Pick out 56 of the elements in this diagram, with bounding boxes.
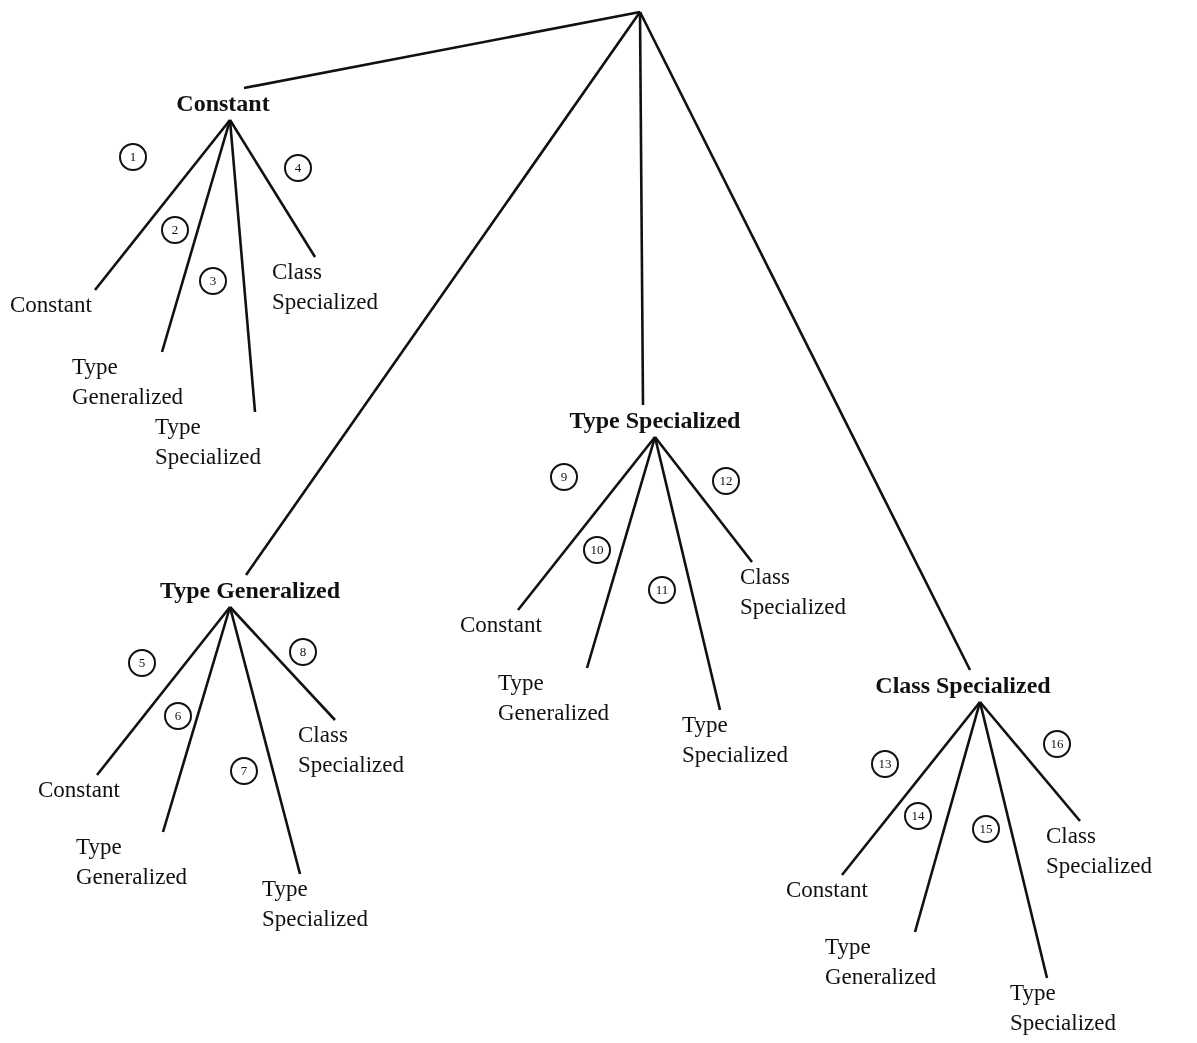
branch-heading: Type Generalized — [130, 575, 370, 605]
callout-number: 9 — [550, 463, 578, 491]
tree-branch-line — [979, 701, 1081, 822]
tree-branch-line — [585, 436, 657, 669]
callout-number: 14 — [904, 802, 932, 830]
callout-number: 12 — [712, 467, 740, 495]
branch-heading: Type Specialized — [540, 405, 770, 435]
tree-branch-line — [517, 436, 656, 611]
tree-branch-line — [96, 606, 231, 776]
callout-number: 7 — [230, 757, 258, 785]
callout-number: 11 — [648, 576, 676, 604]
leaf-label: Type Specialized — [1010, 978, 1160, 1038]
tree-branch-line — [653, 436, 754, 563]
tree-branch-line — [94, 119, 231, 291]
leaf-label: Class Specialized — [272, 257, 422, 317]
callout-number: 6 — [164, 702, 192, 730]
callout-number: 15 — [972, 815, 1000, 843]
tree-branch-line — [228, 606, 302, 875]
leaf-label: Type Generalized — [825, 932, 975, 992]
branch-heading: Constant — [167, 88, 279, 118]
tree-branch-line — [978, 701, 1049, 979]
leaf-label: Class Specialized — [1046, 821, 1196, 881]
leaf-label: Type Generalized — [498, 668, 648, 728]
callout-number: 2 — [161, 216, 189, 244]
tree-branch-line — [638, 11, 972, 671]
tree-branch-line — [161, 606, 232, 833]
leaf-label: Type Specialized — [155, 412, 305, 472]
leaf-label: Type Generalized — [76, 832, 226, 892]
branch-heading: Class Specialized — [848, 670, 1078, 700]
callout-number: 5 — [128, 649, 156, 677]
tree-branch-line — [229, 606, 336, 721]
tree-branch-line — [228, 119, 317, 258]
callout-number: 3 — [199, 267, 227, 295]
leaf-label: Type Specialized — [262, 874, 412, 934]
callout-number: 16 — [1043, 730, 1071, 758]
leaf-label: Constant — [10, 290, 110, 320]
leaf-label: Class Specialized — [298, 720, 448, 780]
callout-number: 8 — [289, 638, 317, 666]
tree-branch-line — [638, 12, 645, 405]
leaf-label: Constant — [786, 875, 886, 905]
leaf-label: Constant — [460, 610, 560, 640]
tree-branch-line — [243, 10, 641, 90]
callout-number: 10 — [583, 536, 611, 564]
tree-branch-line — [228, 119, 257, 413]
leaf-label: Type Specialized — [682, 710, 832, 770]
callout-number: 1 — [119, 143, 147, 171]
tree-branch-line — [913, 701, 982, 933]
leaf-label: Class Specialized — [740, 562, 890, 622]
callout-number: 13 — [871, 750, 899, 778]
callout-number: 4 — [284, 154, 312, 182]
leaf-label: Type Generalized — [72, 352, 222, 412]
leaf-label: Constant — [38, 775, 138, 805]
tree-branch-line — [653, 436, 722, 711]
tree-branch-line — [160, 119, 232, 353]
tree-branch-line — [244, 11, 642, 576]
tree-branch-line — [841, 701, 981, 876]
